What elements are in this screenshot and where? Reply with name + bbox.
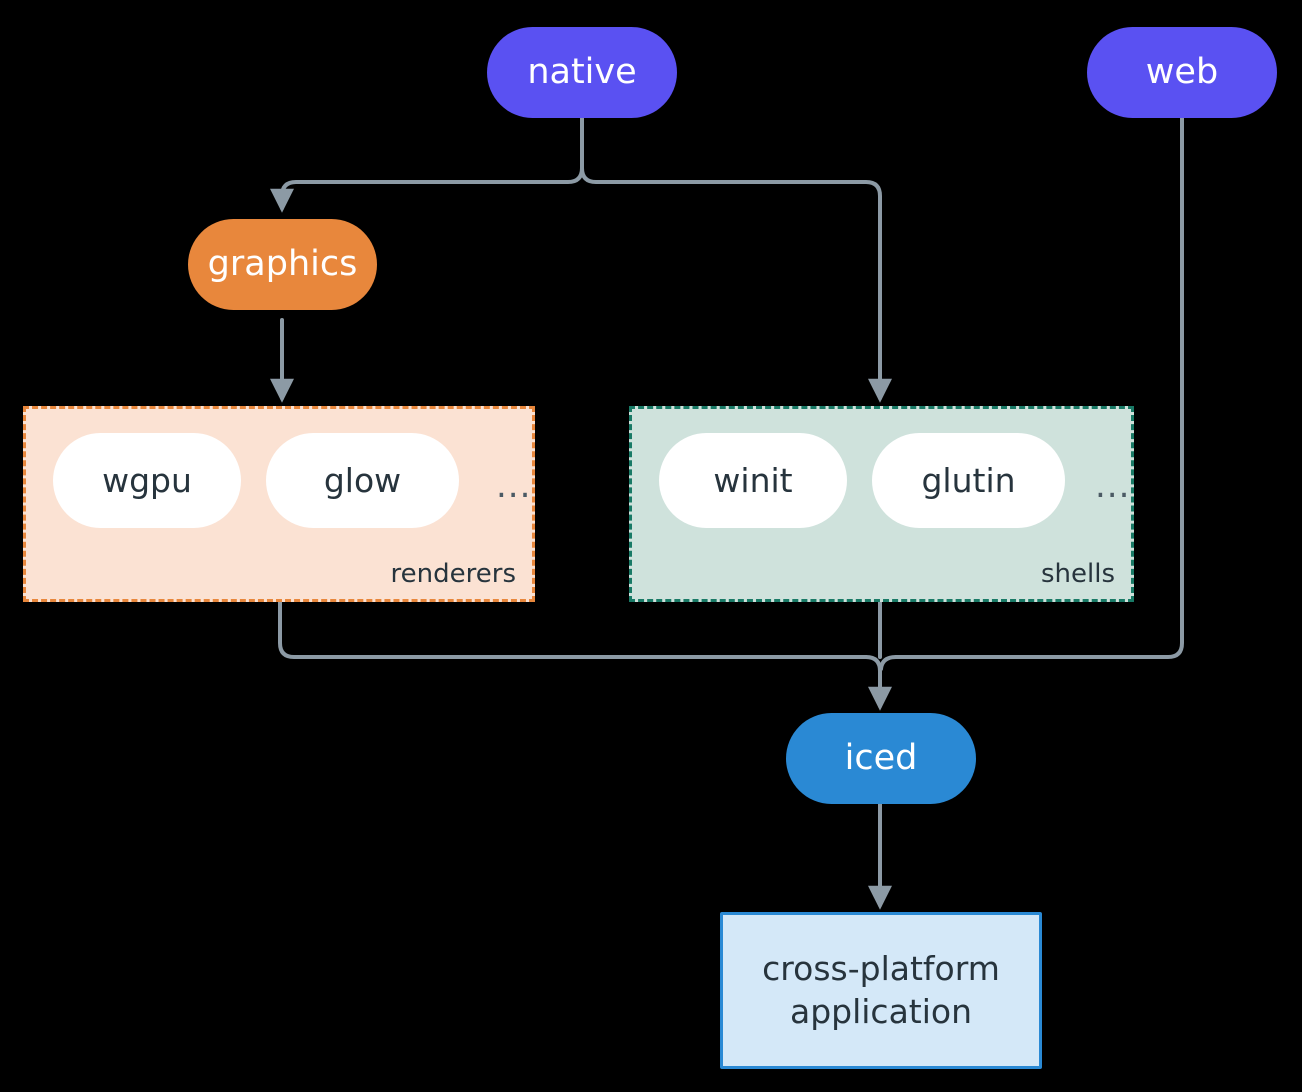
renderers-more-ellipsis: ... bbox=[496, 466, 532, 506]
node-iced[interactable]: iced bbox=[786, 713, 976, 804]
cluster-renderers: wgpu glow ... renderers bbox=[23, 406, 535, 602]
edge-merge-stem-right bbox=[879, 655, 898, 671]
edge-renderers-to-iced bbox=[278, 600, 868, 659]
leaf-winit[interactable]: winit bbox=[659, 433, 847, 528]
leaf-glow[interactable]: glow bbox=[266, 433, 459, 528]
leaf-winit-label: winit bbox=[713, 461, 793, 500]
edge-native-to-shells bbox=[580, 166, 892, 403]
leaf-wgpu-label: wgpu bbox=[102, 461, 192, 500]
edge-native-to-graphics bbox=[269, 166, 584, 213]
node-app-label-line2: application bbox=[789, 991, 973, 1031]
node-native[interactable]: native bbox=[487, 27, 677, 118]
node-cross-platform-application[interactable]: cross-platform application bbox=[720, 912, 1042, 1069]
node-web[interactable]: web bbox=[1087, 27, 1277, 118]
shells-more-ellipsis: ... bbox=[1095, 466, 1131, 506]
edge-merge-stem bbox=[864, 655, 892, 711]
cluster-shells: winit glutin ... shells bbox=[629, 406, 1134, 602]
leaf-glow-label: glow bbox=[323, 461, 402, 500]
cluster-renderers-label: renderers bbox=[390, 559, 516, 589]
node-iced-label: iced bbox=[844, 738, 918, 779]
node-graphics[interactable]: graphics bbox=[188, 219, 377, 310]
leaf-glutin-label: glutin bbox=[921, 461, 1016, 500]
leaf-wgpu[interactable]: wgpu bbox=[53, 433, 241, 528]
cluster-shells-label: shells bbox=[1040, 559, 1115, 589]
node-graphics-label: graphics bbox=[207, 244, 358, 285]
node-app-label-line1: cross-platform bbox=[762, 949, 1000, 989]
node-native-label: native bbox=[527, 52, 637, 93]
node-web-label: web bbox=[1145, 52, 1219, 93]
leaf-glutin[interactable]: glutin bbox=[872, 433, 1065, 528]
